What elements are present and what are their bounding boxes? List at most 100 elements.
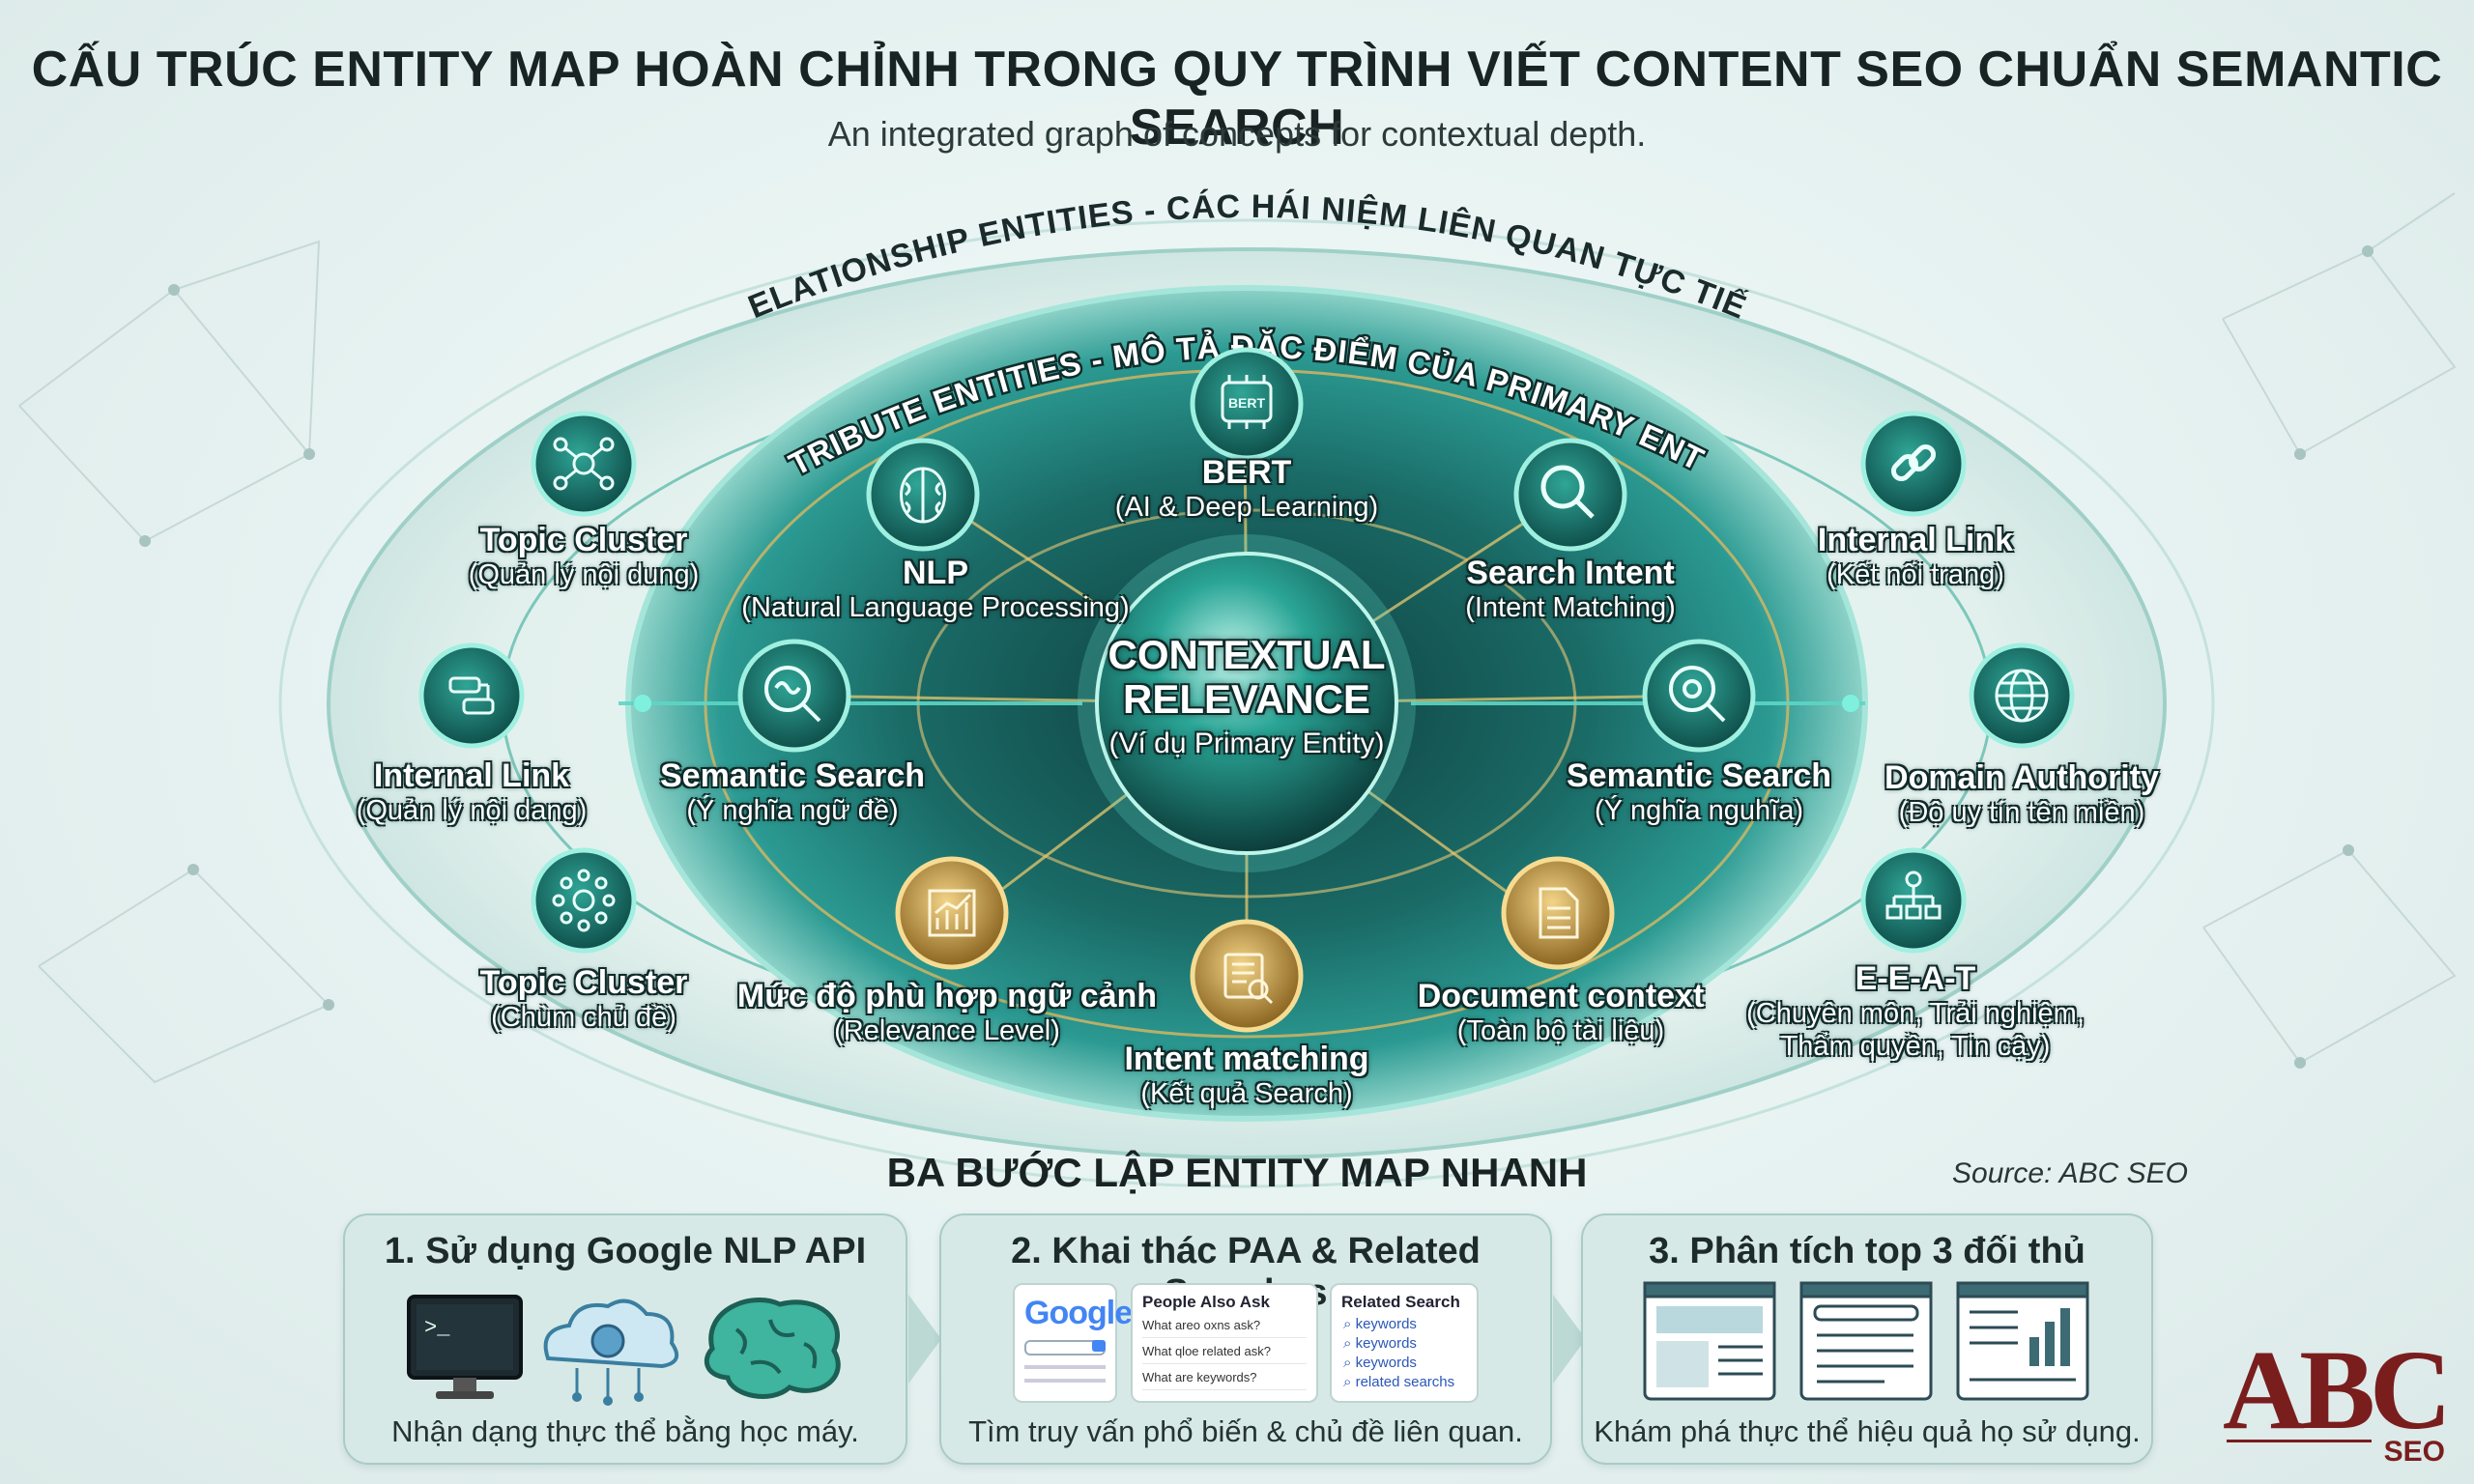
related-keyword-4[interactable]: ⌕ related searchs <box>1343 1374 1455 1390</box>
step-card-2: 2. Khai thác PAA & Related Searches Goog… <box>939 1213 1552 1465</box>
competitor-page-3-icon <box>1956 1281 2089 1401</box>
page-subtitle: An integrated graph of concepts for cont… <box>827 114 1647 154</box>
center-title-line1: CONTEXTUAL <box>1108 632 1386 677</box>
node-eeat[interactable] <box>1860 847 1967 954</box>
label-bert: BERT (AI & Deep Learning) <box>1115 454 1378 524</box>
svg-text:BERT: BERT <box>1228 395 1266 411</box>
node-nlp[interactable] <box>866 438 980 552</box>
page-title: CẤU TRÚC ENTITY MAP HOÀN CHỈNH TRONG QUY… <box>31 42 2443 156</box>
document-context-subtitle: (Toàn bộ tài liệu) <box>1456 1015 1665 1046</box>
step-1-title: 1. Sử dụng Google NLP API <box>384 1231 867 1271</box>
network-icon <box>553 437 615 491</box>
terminal-monitor-icon: >_ <box>407 1295 523 1399</box>
semantic-search-left-title: Semantic Search <box>659 757 926 794</box>
step-3-title: 3. Phân tích top 3 đối thủ <box>1649 1231 2086 1271</box>
domain-authority-subtitle: (Độ uy tín tên miền) <box>1898 797 2145 828</box>
internal-link-right-title: Internal Link <box>1817 522 2014 558</box>
globe-icon <box>1995 669 2049 723</box>
paa-row-2[interactable]: What qloe related ask? <box>1142 1344 1307 1364</box>
document-icon <box>1539 887 1579 939</box>
topic-cluster-bottom-subtitle: (Chùm chủ đề) <box>491 1002 676 1033</box>
step-card-3: 3. Phân tích top 3 đối thủ Khám phá thực… <box>1581 1213 2153 1465</box>
topic-cluster-top-title: Topic Cluster <box>479 522 688 558</box>
label-internal-link-left: Internal Link (Quản lý nội dang) <box>357 757 588 827</box>
bert-subtitle: (AI & Deep Learning) <box>1114 492 1379 523</box>
nlp-title: NLP <box>903 555 968 591</box>
paa-row-3[interactable]: What are keywords? <box>1142 1370 1307 1390</box>
chain-icon <box>1890 443 1937 482</box>
google-logo-text: Google <box>1024 1295 1133 1331</box>
node-search-intent[interactable] <box>1513 438 1627 552</box>
internal-link-left-title: Internal Link <box>373 757 570 794</box>
search-brain-icon <box>764 666 821 723</box>
label-domain-authority: Domain Authority (Độ uy tín tên miền) <box>1884 759 2159 829</box>
step-arrow-1 <box>908 1295 941 1384</box>
internal-link-right-subtitle: (Kết nối trang) <box>1827 559 2004 590</box>
node-internal-link-right[interactable] <box>1860 411 1967 517</box>
chart-icon <box>928 889 976 937</box>
nlp-subtitle: (Natural Language Processing) <box>741 592 1130 623</box>
related-keyword-3[interactable]: ⌕ keywords <box>1343 1355 1417 1371</box>
eeat-subtitle-line1: (Chuyên môn, Trải nghiệm, <box>1746 998 2085 1029</box>
node-domain-authority[interactable] <box>1969 642 2075 749</box>
semantic-search-right-title: Semantic Search <box>1566 757 1832 794</box>
relevance-level-title: Mức độ phù hợp ngữ cảnh <box>736 978 1158 1014</box>
logo-brand: ABC <box>2223 1327 2452 1453</box>
relevance-level-subtitle: (Relevance Level) <box>834 1015 1060 1046</box>
node-semantic-search-right[interactable] <box>1642 639 1756 753</box>
step-arrow-2 <box>1553 1295 1586 1384</box>
related-search-card: Related Search ⌕ keywords ⌕ keywords ⌕ k… <box>1330 1283 1479 1403</box>
paa-header: People Also Ask <box>1142 1293 1270 1311</box>
svg-text:>_: >_ <box>424 1316 450 1340</box>
google-search-card: Google <box>1013 1283 1133 1403</box>
label-relevance-level: Mức độ phù hợp ngữ cảnh (Relevance Level… <box>737 978 1157 1047</box>
intent-matching-subtitle: (Kết quả Search) <box>1140 1078 1353 1109</box>
related-header: Related Search <box>1341 1293 1460 1311</box>
node-document-context[interactable] <box>1501 856 1615 970</box>
label-nlp: NLP (Natural Language Processing) <box>741 555 1129 624</box>
related-keyword-1[interactable]: ⌕ keywords <box>1343 1316 1417 1332</box>
semantic-search-left-subtitle: (Ý nghĩa ngữ đề) <box>686 795 899 826</box>
step-2-title: 2. Khai thác PAA & Related Searches <box>1011 1231 1481 1313</box>
center-label: CONTEXTUAL RELEVANCE (Ví dụ Primary Enti… <box>1092 633 1401 762</box>
paa-row-1[interactable]: What areo oxns ask? <box>1142 1318 1307 1338</box>
eeat-title: E-E-A-T <box>1855 960 1976 997</box>
eeat-subtitle-line2: Thẩm quyền, Tin cậy) <box>1780 1031 2051 1062</box>
label-internal-link-right: Internal Link (Kết nối trang) <box>1818 522 2013 591</box>
label-semantic-search-right: Semantic Search (Ý nghĩa nguhĩa) <box>1567 757 1831 827</box>
node-internal-link-left[interactable] <box>418 642 525 749</box>
document-context-title: Document context <box>1417 978 1705 1014</box>
topic-cluster-top-subtitle: (Quản lý nội dung) <box>468 559 700 590</box>
magnifier-icon <box>1540 465 1595 519</box>
label-document-context: Document context (Toàn bộ tài liệu) <box>1418 978 1705 1047</box>
brain-large-icon <box>704 1298 841 1399</box>
node-semantic-search-left[interactable] <box>737 639 851 753</box>
node-topic-cluster-top[interactable] <box>531 411 637 517</box>
logo-sub: SEO <box>2383 1436 2445 1468</box>
people-also-ask-card: People Also Ask What areo oxns ask? What… <box>1131 1283 1318 1403</box>
org-chart-icon <box>1885 870 1942 920</box>
link-blocks-icon <box>448 676 495 715</box>
node-topic-cluster-bottom[interactable] <box>531 847 637 954</box>
search-intent-subtitle: (Intent Matching) <box>1465 592 1676 623</box>
internal-link-left-subtitle: (Quản lý nội dang) <box>356 795 588 826</box>
node-intent-matching[interactable] <box>1190 919 1304 1033</box>
node-relevance-level[interactable] <box>895 856 1009 970</box>
center-subtitle: (Ví dụ Primary Entity) <box>1108 728 1385 759</box>
hub-icon <box>552 869 616 932</box>
semantic-search-right-subtitle: (Ý nghĩa nguhĩa) <box>1594 795 1804 826</box>
center-title-line2: RELEVANCE <box>1123 676 1370 722</box>
intent-matching-title: Intent matching <box>1124 1041 1369 1077</box>
node-bert[interactable]: BERT <box>1190 347 1304 461</box>
step-2-desc: Tìm truy vấn phổ biến & chủ đề liên quan… <box>968 1414 1523 1448</box>
step-3-desc: Khám phá thực thể hiệu quả họ sử dụng. <box>1594 1414 2141 1448</box>
label-search-intent: Search Intent (Intent Matching) <box>1465 555 1676 624</box>
step-1-desc: Nhận dạng thực thể bằng học máy. <box>391 1414 859 1448</box>
related-keyword-2[interactable]: ⌕ keywords <box>1343 1335 1417 1352</box>
search-gear-icon <box>1669 666 1726 723</box>
abc-seo-logo: ABC SEO <box>2223 1333 2455 1469</box>
chip-icon <box>1221 375 1273 429</box>
domain-authority-title: Domain Authority <box>1884 759 2159 796</box>
source-credit: Source: ABC SEO <box>1952 1157 2188 1189</box>
